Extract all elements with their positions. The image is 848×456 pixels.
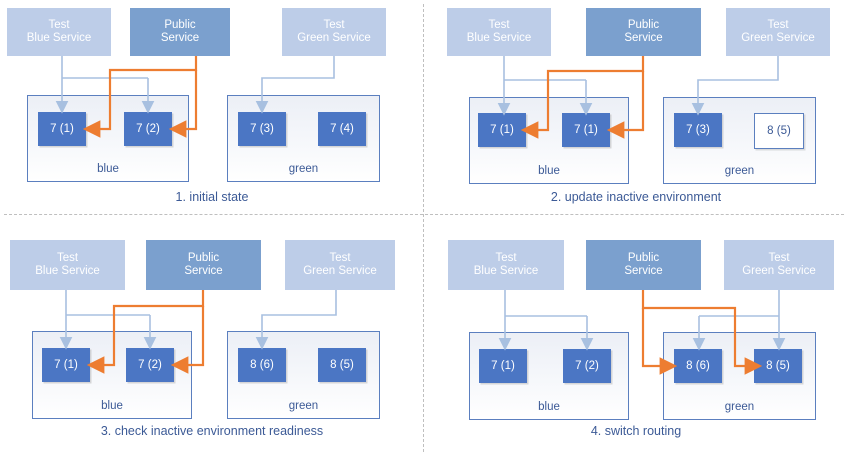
environment-blue-label: blue xyxy=(101,400,123,412)
service-test-green-line1: Test xyxy=(768,252,790,264)
service-test-blue: Test Blue Service xyxy=(447,8,551,56)
service-test-green-line2: Green Service xyxy=(741,32,815,44)
service-test-green-line1: Test xyxy=(767,19,789,31)
horizontal-divider xyxy=(4,214,844,215)
node-green-1: 7 (3) xyxy=(674,113,722,147)
service-test-green-line1: Test xyxy=(323,19,345,31)
environment-green-label: green xyxy=(288,400,319,412)
service-test-green-line2: Green Service xyxy=(303,265,377,277)
service-test-green: Test Green Service xyxy=(726,8,830,56)
service-public-line1: Public xyxy=(627,19,660,31)
service-test-blue-line2: Blue Service xyxy=(466,32,532,44)
service-test-blue: Test Blue Service xyxy=(7,8,111,56)
service-test-green-line2: Green Service xyxy=(297,32,371,44)
node-blue-1: 7 (1) xyxy=(478,113,526,147)
service-public-line2: Service xyxy=(624,265,663,277)
service-public-line1: Public xyxy=(627,252,660,264)
service-test-blue-line1: Test xyxy=(56,252,79,264)
service-test-blue-line1: Test xyxy=(488,19,510,31)
connector-layer-1 xyxy=(0,56,335,138)
service-test-green-line1: Test xyxy=(329,252,351,264)
service-public-line2: Service xyxy=(160,32,200,44)
service-test-green: Test Green Service xyxy=(724,240,834,290)
node-blue-1: 7 (1) xyxy=(42,348,90,382)
node-blue-1: 7 (1) xyxy=(479,349,527,383)
service-public-line1: Public xyxy=(187,252,220,264)
service-test-blue: Test Blue Service xyxy=(448,240,564,290)
panel-1-caption: 1. initial state xyxy=(175,190,249,204)
node-green-2: 7 (4) xyxy=(318,112,366,146)
node-blue-2: 7 (1) xyxy=(562,113,610,147)
service-public: Public Service xyxy=(130,8,230,56)
service-test-blue-line2: Blue Service xyxy=(473,265,539,277)
node-green-2: 8 (5) xyxy=(754,113,804,149)
node-green-1: 8 (6) xyxy=(238,348,286,382)
panel-2-update-inactive-environment: Test Blue Service Public Service Test Gr… xyxy=(424,0,848,228)
service-test-blue-line2: Blue Service xyxy=(35,265,100,277)
environment-blue-label: blue xyxy=(538,401,560,413)
connector-layer-4 xyxy=(424,290,848,375)
environment-green-label: green xyxy=(724,401,755,413)
service-public-line1: Public xyxy=(164,19,196,31)
node-green-1: 7 (3) xyxy=(238,112,286,146)
node-blue-2: 7 (2) xyxy=(563,349,611,383)
vertical-divider xyxy=(423,4,424,452)
node-blue-1: 7 (1) xyxy=(38,112,86,146)
environment-green-label: green xyxy=(724,165,755,177)
service-test-blue-line1: Test xyxy=(495,252,517,264)
service-public: Public Service xyxy=(586,8,701,56)
service-test-green: Test Green Service xyxy=(282,8,386,56)
service-test-blue-line2: Blue Service xyxy=(26,32,92,44)
node-green-2: 8 (5) xyxy=(318,348,366,382)
service-test-green: Test Green Service xyxy=(285,240,395,290)
connector-layer-3 xyxy=(0,290,337,374)
service-public-line2: Service xyxy=(184,265,223,277)
panel-2-caption: 2. update inactive environment xyxy=(550,190,722,204)
environment-green-label: green xyxy=(288,163,319,175)
connector-layer-2 xyxy=(424,56,779,139)
service-public: Public Service xyxy=(146,240,261,290)
node-blue-2: 7 (2) xyxy=(126,348,174,382)
service-test-green-line2: Green Service xyxy=(742,265,816,277)
panel-3-check-inactive-environment-readiness: Test Blue Service Public Service Test Gr… xyxy=(0,228,424,456)
panel-4-caption: 4. switch routing xyxy=(590,424,682,438)
environment-blue-label: blue xyxy=(538,165,560,177)
service-public: Public Service xyxy=(586,240,701,290)
node-blue-2: 7 (2) xyxy=(124,112,172,146)
panel-4-switch-routing: Test Blue Service Public Service Test Gr… xyxy=(424,228,848,456)
node-green-1: 8 (6) xyxy=(674,349,722,383)
environment-blue-label: blue xyxy=(97,163,119,175)
service-test-blue-line1: Test xyxy=(48,19,70,31)
service-public-line2: Service xyxy=(624,32,663,44)
service-test-blue: Test Blue Service xyxy=(10,240,125,290)
panel-1-initial-state: Test Blue Service Public Service Test Gr… xyxy=(0,0,424,228)
panel-3-caption: 3. check inactive environment readiness xyxy=(100,424,324,438)
